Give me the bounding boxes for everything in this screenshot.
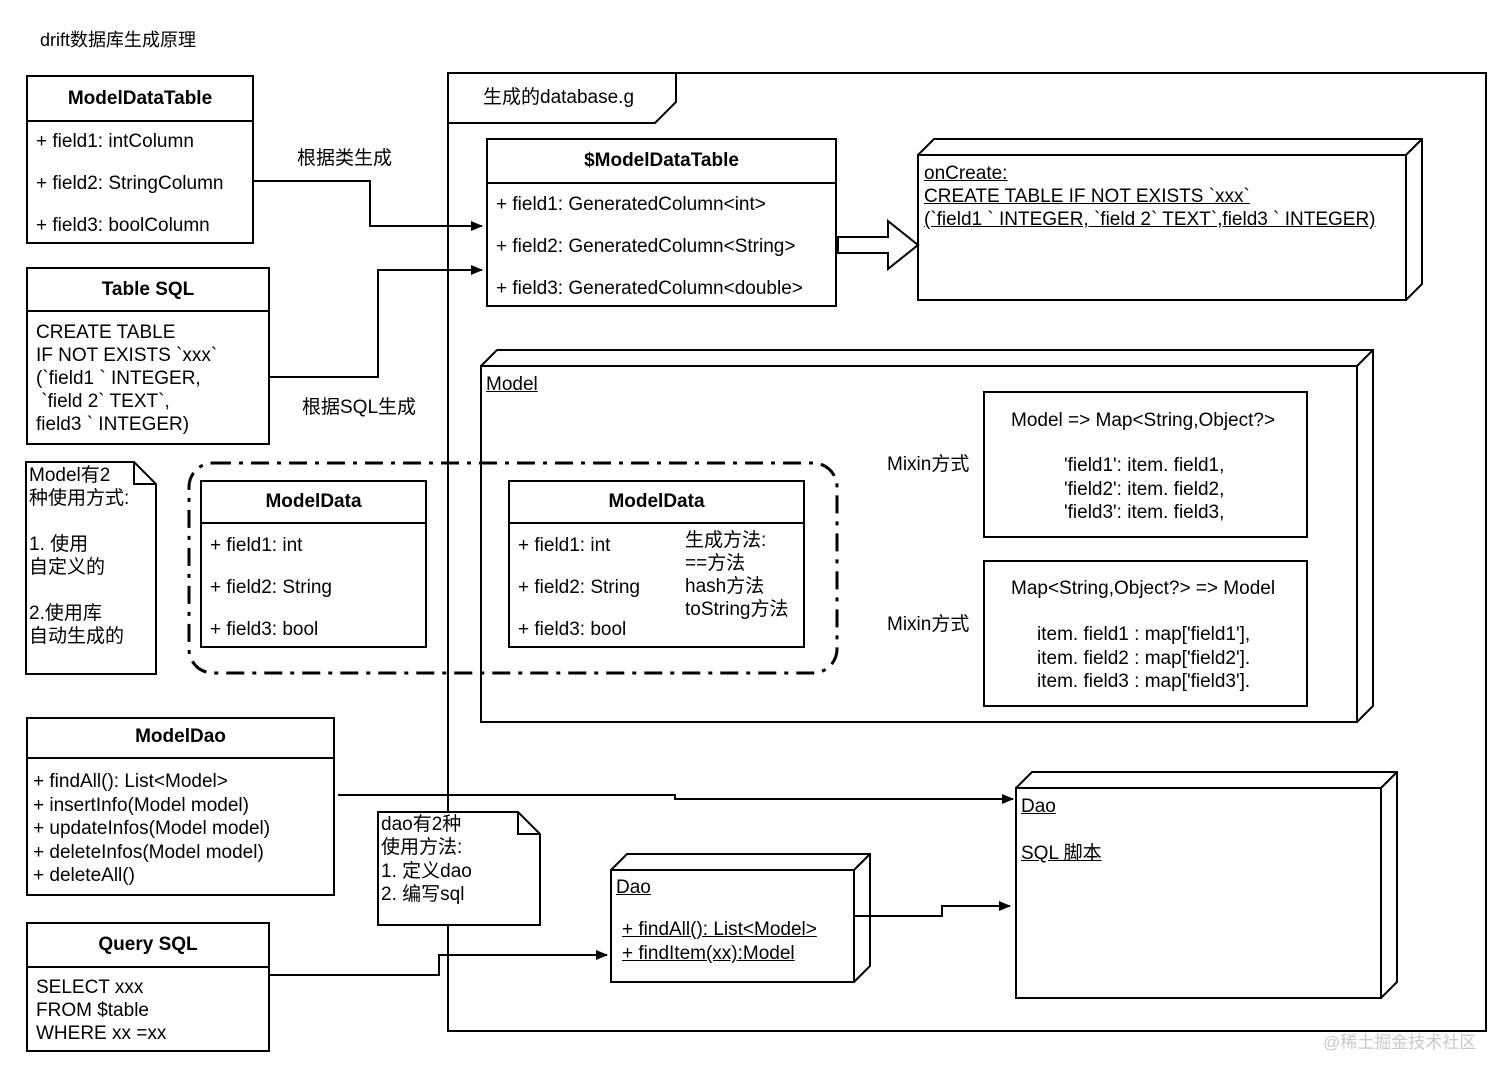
class-field: + field2: StringColumn bbox=[36, 173, 224, 194]
note-line: ==方法 bbox=[685, 553, 746, 574]
generated-frame bbox=[447, 72, 1487, 1032]
sql-line: SELECT xxx bbox=[36, 977, 144, 998]
note-model-shape bbox=[25, 461, 157, 675]
edge-query-to-dao bbox=[269, 950, 608, 976]
class-title: Table SQL bbox=[28, 269, 268, 312]
dao-big-node bbox=[1015, 771, 1398, 999]
oncreate-line: onCreate: bbox=[924, 163, 1008, 184]
note-line: 自定义的 bbox=[29, 557, 106, 578]
class-field: + field3: boolColumn bbox=[36, 215, 210, 236]
class-title: ModelData bbox=[202, 482, 425, 524]
class-title: $ModelDataTable bbox=[488, 140, 835, 184]
sql-line: CREATE TABLE bbox=[36, 322, 176, 343]
note-line: 2. 编写sql bbox=[381, 884, 465, 905]
dao-note-shape bbox=[377, 811, 541, 926]
dao-method: + updateInfos(Model model) bbox=[33, 818, 271, 839]
oncreate-line: (`field1 ` INTEGER, `field 2` TEXT`,fiel… bbox=[924, 209, 1376, 230]
class-field: + field1: int bbox=[518, 535, 611, 556]
map-line: 'field2': item. field2, bbox=[1064, 479, 1225, 500]
oncreate-line: CREATE TABLE IF NOT EXISTS `xxx` bbox=[924, 186, 1250, 207]
note-line: 自动生成的 bbox=[29, 626, 125, 647]
oncreate-box bbox=[917, 138, 1423, 301]
sql-line: `field 2` TEXT`, bbox=[36, 391, 170, 412]
note-line: 1. 使用 bbox=[29, 534, 89, 555]
box-title: Model => Map<String,Object?> bbox=[1011, 410, 1276, 431]
class-title: ModelData bbox=[510, 482, 803, 524]
sql-line: (`field1 ` INTEGER, bbox=[36, 368, 201, 389]
note-line: dao有2种 bbox=[381, 814, 462, 835]
class-model-data-table: ModelDataTable + field1: intColumn + fie… bbox=[26, 75, 254, 244]
edge-label-by-class: 根据类生成 bbox=[297, 148, 393, 169]
class-table-sql: Table SQL CREATE TABLE IF NOT EXISTS `xx… bbox=[26, 267, 270, 445]
sql-line: WHERE xx =xx bbox=[36, 1023, 167, 1044]
edge-sql-to-generated bbox=[269, 265, 483, 378]
edge-dao-small-to-big bbox=[854, 901, 1011, 917]
note-line: hash方法 bbox=[685, 576, 765, 597]
note-dao-usage: dao有2种 使用方法: 1. 定义dao 2. 编写sql bbox=[381, 813, 521, 913]
mixin-label-from-map: Mixin方式 bbox=[887, 614, 970, 635]
note-line: 使用方法: bbox=[381, 837, 463, 858]
dao-method: + deleteInfos(Model model) bbox=[33, 842, 264, 863]
edge-label-by-sql: 根据SQL生成 bbox=[302, 397, 417, 418]
frame-label: 生成的database.g bbox=[483, 87, 635, 108]
model-node-label: Model bbox=[486, 374, 538, 395]
class-field: + field2: GeneratedColumn<String> bbox=[496, 236, 796, 257]
class-field: + field3: bool bbox=[210, 619, 319, 640]
class-model-data-generated: ModelData + field1: int + field2: String… bbox=[508, 480, 805, 648]
note-line: 生成方法: bbox=[685, 530, 767, 551]
box-model-to-map: Model => Map<String,Object?> 'field1': i… bbox=[983, 391, 1308, 538]
note-line: toString方法 bbox=[685, 599, 789, 620]
class-title: ModelDao bbox=[28, 719, 333, 759]
block-arrow-to-oncreate bbox=[837, 218, 920, 272]
class-title: Query SQL bbox=[28, 924, 268, 968]
note-line: 2.使用库 bbox=[29, 603, 102, 624]
dao-big-label: Dao bbox=[1021, 796, 1056, 817]
dao-small-label: Dao bbox=[616, 877, 651, 898]
sql-line: FROM $table bbox=[36, 1000, 149, 1021]
page-title: drift数据库生成原理 bbox=[40, 30, 197, 50]
map-line: item. field3 : map['field3']. bbox=[1037, 671, 1251, 692]
map-line: 'field1': item. field1, bbox=[1064, 455, 1225, 476]
class-field: + field1: GeneratedColumn<int> bbox=[496, 194, 766, 215]
edge-class-to-generated bbox=[253, 180, 483, 231]
edge-dao-to-sql-script bbox=[338, 794, 1014, 804]
note-generated-methods: 生成方法: ==方法 hash方法 toString方法 bbox=[685, 529, 795, 639]
class-query-sql: Query SQL SELECT xxx FROM $table WHERE x… bbox=[26, 922, 270, 1052]
note-line: Model有2 bbox=[29, 465, 111, 486]
map-line: 'field3': item. field3, bbox=[1064, 502, 1225, 523]
mixin-label-to-map: Mixin方式 bbox=[887, 454, 970, 475]
box-title: Map<String,Object?> => Model bbox=[1011, 578, 1276, 599]
map-line: item. field1 : map['field1'], bbox=[1037, 624, 1251, 645]
dao-method: + insertInfo(Model model) bbox=[33, 795, 249, 816]
dao-small-node bbox=[610, 853, 871, 983]
dao-small-method: + findItem(xx):Model bbox=[622, 943, 795, 964]
class-field: + field2: String bbox=[518, 577, 640, 598]
dao-big-sublabel: SQL 脚本 bbox=[1021, 843, 1102, 864]
class-generated-model-data-table: $ModelDataTable + field1: GeneratedColum… bbox=[486, 138, 837, 307]
dao-method: + findAll(): List<Model> bbox=[33, 771, 228, 792]
class-field: + field1: int bbox=[210, 535, 303, 556]
dao-method: + deleteAll() bbox=[33, 865, 135, 886]
map-line: item. field2 : map['field2']. bbox=[1037, 648, 1251, 669]
class-title: ModelDataTable bbox=[28, 77, 252, 122]
box-map-to-model: Map<String,Object?> => Model item. field… bbox=[983, 560, 1308, 707]
class-field: + field1: intColumn bbox=[36, 131, 194, 152]
sql-line: field3 ` INTEGER) bbox=[36, 414, 190, 435]
note-line: 种使用方式: bbox=[29, 488, 130, 509]
class-field: + field3: bool bbox=[518, 619, 627, 640]
sql-line: IF NOT EXISTS `xxx` bbox=[36, 345, 218, 366]
watermark: @稀土掘金技术社区 bbox=[1323, 1033, 1477, 1052]
class-model-dao: ModelDao + findAll(): List<Model> + inse… bbox=[26, 717, 335, 896]
note-model-usage: Model有2 种使用方式: 1. 使用 自定义的 2.使用库 自动生成的 bbox=[29, 464, 153, 672]
note-line: 1. 定义dao bbox=[381, 861, 472, 882]
class-model-data-custom: ModelData + field1: int + field2: String… bbox=[200, 480, 427, 648]
class-field: + field2: String bbox=[210, 577, 332, 598]
class-field: + field3: GeneratedColumn<double> bbox=[496, 278, 803, 299]
dao-small-method: + findAll(): List<Model> bbox=[622, 919, 817, 940]
